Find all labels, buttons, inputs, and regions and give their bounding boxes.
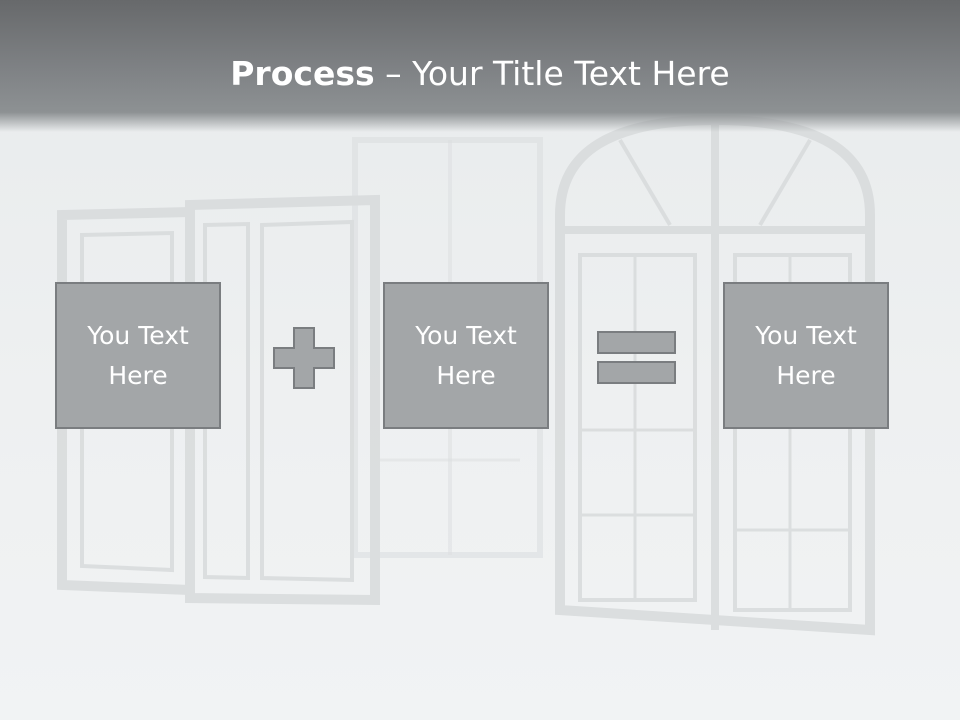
title-bold: Process xyxy=(230,54,375,93)
process-box-1-label: You Text Here xyxy=(87,320,189,390)
process-box-2: You Text Here xyxy=(383,282,549,429)
equals-icon xyxy=(597,331,676,384)
process-box-2-label: You Text Here xyxy=(415,320,517,390)
process-box-3: You Text Here xyxy=(723,282,889,429)
plus-icon xyxy=(273,327,335,389)
title-bar: Process – Your Title Text Here xyxy=(0,0,960,132)
process-box-3-label: You Text Here xyxy=(755,320,857,390)
process-box-1: You Text Here xyxy=(55,282,221,429)
slide-title: Process – Your Title Text Here xyxy=(0,52,960,96)
title-rest: – Your Title Text Here xyxy=(374,54,730,93)
